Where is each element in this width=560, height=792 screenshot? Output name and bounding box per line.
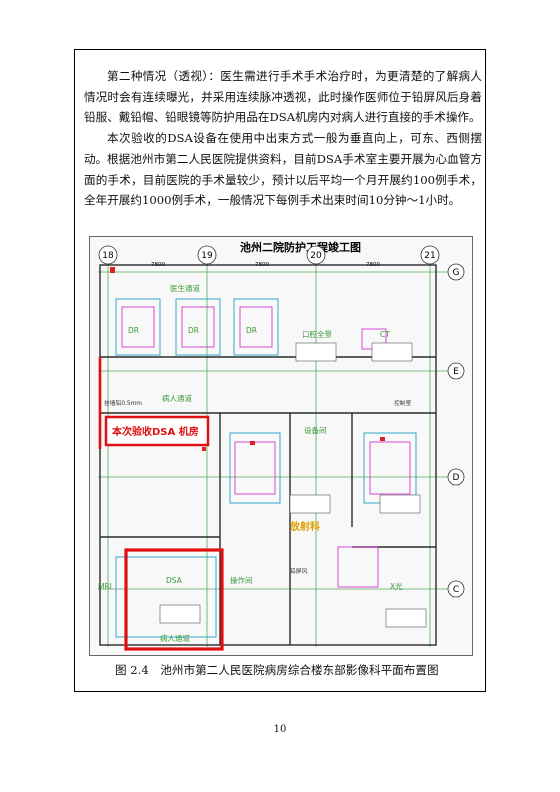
room-label-radiology: 放射科 [289,520,320,533]
room-label-dr-1: DR [128,326,139,335]
dimension-1: 7800 [151,262,165,268]
dsa-room-highlight [124,548,224,651]
dimension-3: 7800 [366,262,380,268]
room-label-patient-corridor: 病人通道 [162,393,192,403]
paragraph-beam-direction: 本次验收的DSA设备在使用中出束方式一般为垂直向上，可东、西侧摆动。 [84,131,482,166]
callout-label: 本次验收DSA 机房 [112,425,199,438]
paragraph-workload: 根据池州市第二人民医院提供资料，目前DSA手术室主要开展为心血管方面的手术，目前… [84,152,482,207]
room-label-ct: CT [380,330,390,339]
page-border [74,49,486,692]
axis-label-d: D [453,473,460,483]
room-label-equipment: 设备间 [304,425,327,435]
axis-label-g: G [453,268,460,278]
figure-caption: 图 2.4 池州市第二人民医院病房综合楼东部影像科平面布置图 [115,663,439,677]
room-label-panoramic: 口腔全景 [302,329,332,339]
room-label-patient-corridor-2: 病人通道 [160,633,190,643]
axis-label-21: 21 [424,251,435,261]
floor-plan-drawing: 池州二院防护工程竣工图 18 19 20 21 G E D C 7800 780… [98,240,465,651]
axis-label-c: C [453,585,459,595]
axis-label-e: E [453,367,459,377]
room-label-mri: MRI [98,582,112,591]
room-label-xray: X光 [390,581,403,591]
plan-title: 池州二院防护工程竣工图 [240,240,361,254]
axis-label-18: 18 [102,251,114,261]
note-lead-screen: 铅屏风 [290,567,308,575]
page-number: 10 [273,724,287,735]
note-wall-lead: 挂墙铅0.5mm [104,399,142,407]
room-label-doctor-corridor: 医生通道 [170,283,200,293]
dimension-2: 7800 [255,262,269,268]
paragraph-fluoroscopy: 第二种情况（透视）：医生需进行手术手术治疗时，为更清楚的了解病人情况时会有连续曝… [84,69,482,124]
note-control-room: 控制室 [394,399,412,407]
axis-label-19: 19 [201,251,213,261]
floor-plan-figure: 池州二院防护工程竣工图 18 19 20 21 G E D C 7800 780… [89,236,473,656]
axis-label-20: 20 [310,251,322,261]
room-label-dr-2: DR [188,326,199,335]
room-label-dsa: DSA [166,576,183,585]
callout-box [104,415,210,447]
room-label-dr-3: DR [246,326,257,335]
room-label-control: 操作间 [230,575,253,585]
